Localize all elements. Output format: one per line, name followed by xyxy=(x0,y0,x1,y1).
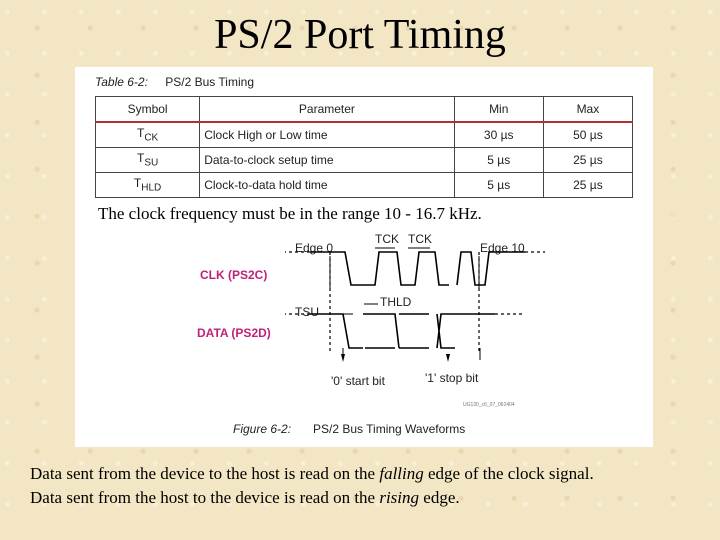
start-bit-label: '0' start bit xyxy=(331,374,386,388)
timing-markers xyxy=(339,247,481,360)
stop-bit-label: '1' stop bit xyxy=(425,371,479,385)
table-caption-text: PS/2 Bus Timing xyxy=(165,75,254,89)
figure-id-code: UG130_c6_07_062404 xyxy=(463,402,515,408)
stop-bit-arrow xyxy=(446,354,450,362)
chart-marks xyxy=(329,256,480,362)
data-signal-label: DATA (PS2D) xyxy=(197,326,271,340)
thld-label: THLD xyxy=(380,295,412,309)
header-symbol: Symbol xyxy=(94,96,201,123)
max-cell: 50 µs xyxy=(542,121,634,148)
table-caption-number: Table 6-2: xyxy=(95,75,148,89)
device-to-host-line: Data sent from the device to the host is… xyxy=(30,464,594,483)
table-caption: Table 6-2: PS/2 Bus Timing xyxy=(95,75,254,89)
figure-caption-text: PS/2 Bus Timing Waveforms xyxy=(313,422,465,436)
symbol-cell: TCK xyxy=(94,121,201,148)
header-parameter: Parameter xyxy=(199,96,455,123)
table-header-row: Symbol Parameter Min Max xyxy=(94,96,634,123)
min-cell: 30 µs xyxy=(453,121,544,148)
start-bit-arrow xyxy=(341,354,345,362)
data-waveform-high xyxy=(310,313,495,349)
bottom-explanation: Data sent from the device to the host is… xyxy=(30,462,720,510)
table-row: THLD Clock-to-data hold time 5 µs 25 µs xyxy=(94,172,634,198)
slide-title: PS/2 Port Timing xyxy=(214,12,506,58)
tsu-label: TSU xyxy=(295,305,319,319)
figure-caption-number: Figure 6-2: xyxy=(233,422,291,436)
host-to-device-line: Data sent from the host to the device is… xyxy=(30,488,460,507)
table-row: TCK Clock High or Low time 30 µs 50 µs xyxy=(94,121,634,148)
tck-label-2: TCK xyxy=(408,232,432,246)
symbol-cell: THLD xyxy=(94,172,201,198)
min-cell: 5 µs xyxy=(453,172,544,198)
clk-waveform xyxy=(310,251,525,286)
parameter-cell: Data-to-clock setup time xyxy=(199,147,455,173)
min-cell: 5 µs xyxy=(453,147,544,173)
edge10-label: Edge 10 xyxy=(480,241,525,255)
parameter-cell: Clock-to-data hold time xyxy=(199,172,455,198)
symbol-cell: TSU xyxy=(94,147,201,173)
max-cell: 25 µs xyxy=(542,172,634,198)
clk-signal-label: CLK (PS2C) xyxy=(200,268,267,282)
frequency-note: The clock frequency must be in the range… xyxy=(98,204,482,223)
table-row: TSU Data-to-clock setup time 5 µs 25 µs xyxy=(94,147,634,173)
edge0-label: Edge 0 xyxy=(295,241,333,255)
timing-table: Symbol Parameter Min Max TCK Clock High … xyxy=(94,96,634,198)
timing-waveform-diagram: Edge 0 TCK TCK Edge 10 THLD TSU '0' star… xyxy=(197,232,545,436)
parameter-cell: Clock High or Low time xyxy=(199,121,455,148)
header-min: Min xyxy=(453,96,544,123)
tck-label-1: TCK xyxy=(375,232,399,246)
header-max: Max xyxy=(542,96,634,123)
content-panel: Table 6-2: PS/2 Bus Timing Symbol Parame… xyxy=(75,67,653,447)
max-cell: 25 µs xyxy=(542,147,634,173)
data-waveform-dashes xyxy=(285,252,525,354)
